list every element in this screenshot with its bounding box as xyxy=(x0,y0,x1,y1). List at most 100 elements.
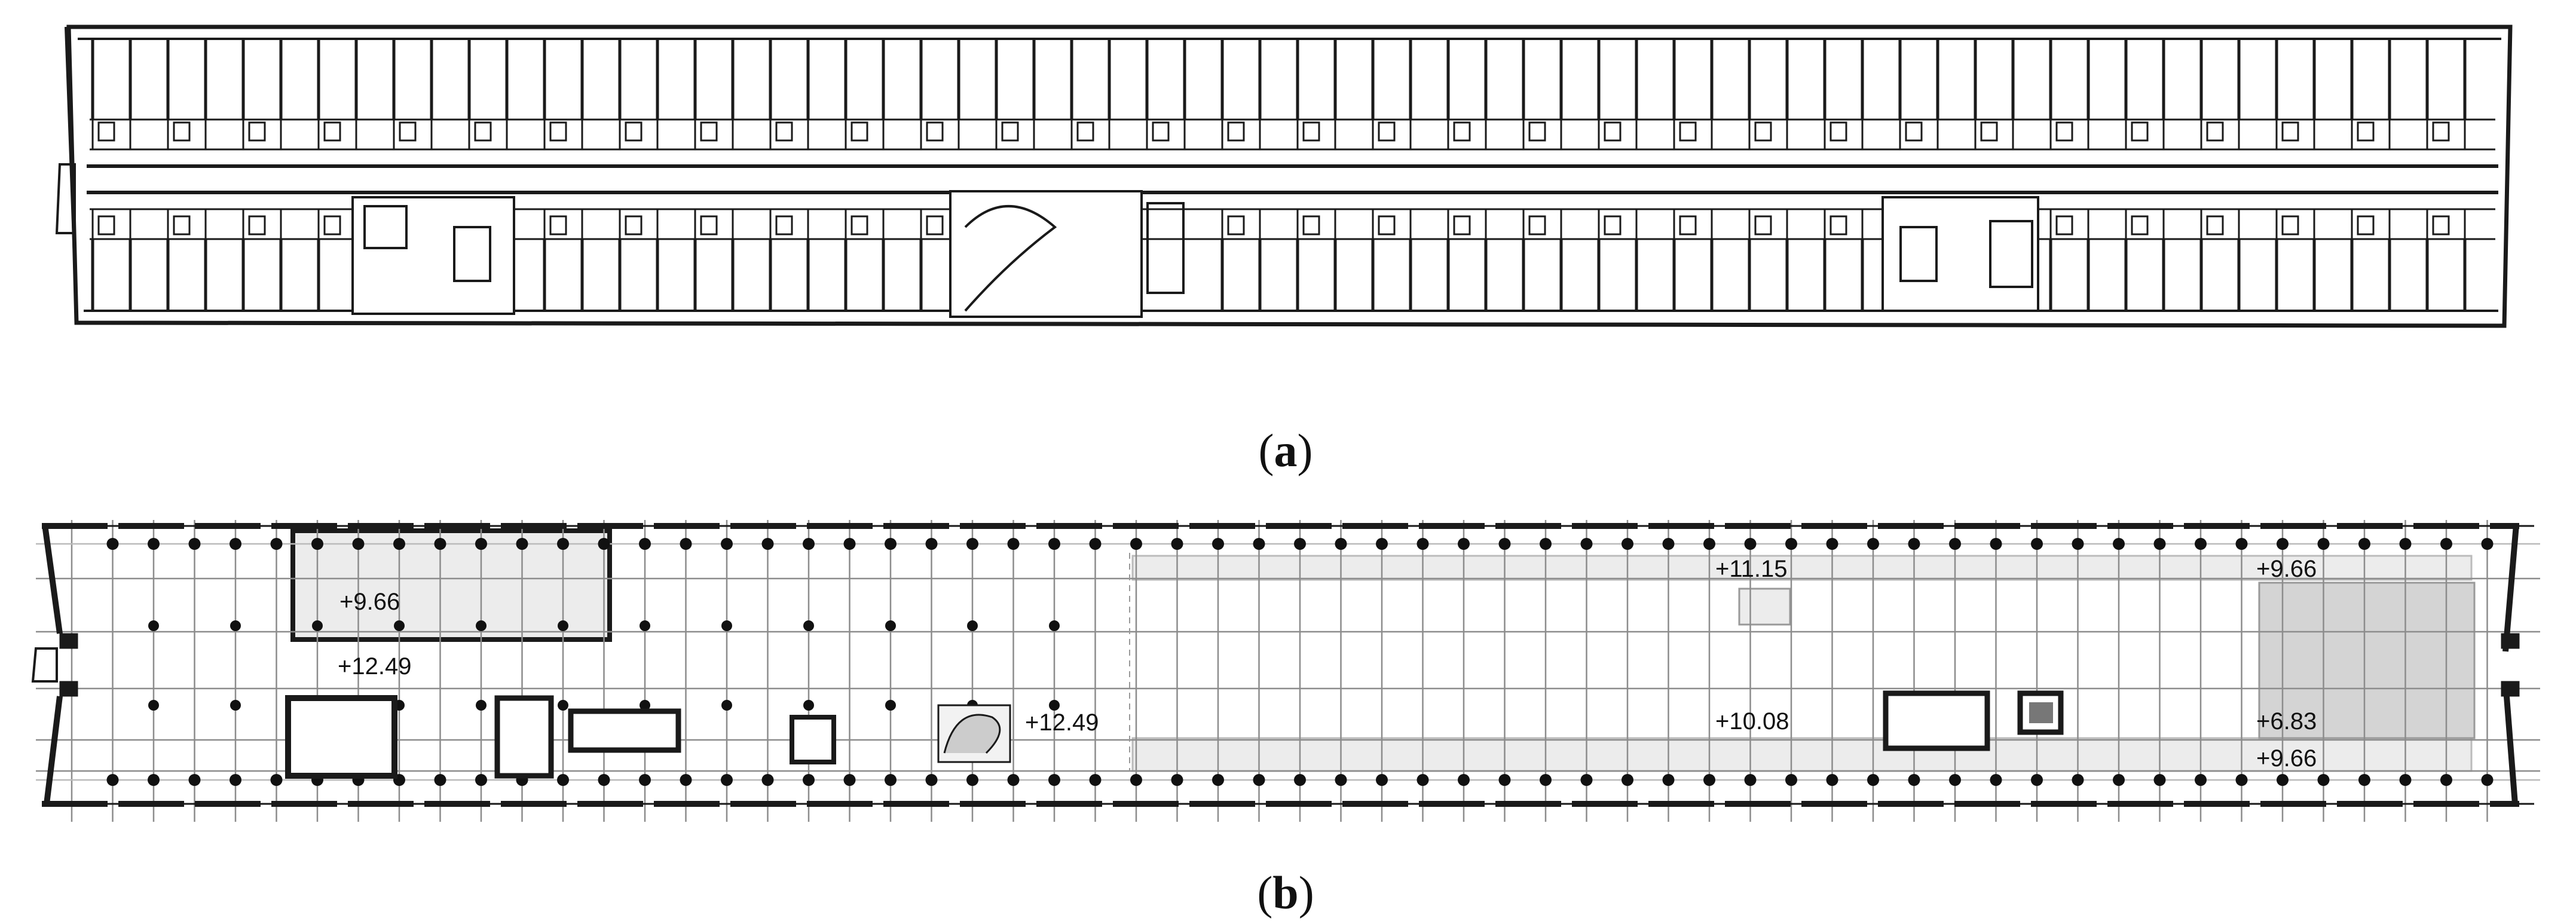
column xyxy=(106,538,119,550)
panel-b-building-outline xyxy=(31,523,2534,807)
level-966-right-top: +9.66 xyxy=(2256,556,2317,582)
column xyxy=(2277,774,2289,786)
column xyxy=(2153,774,2166,786)
sunken-area-right xyxy=(2258,582,2476,739)
column xyxy=(967,620,978,631)
level-966-right-bottom: +9.66 xyxy=(2256,745,2317,772)
column xyxy=(1540,538,1552,550)
level-1115: +11.15 xyxy=(1715,556,1788,582)
column xyxy=(761,774,774,786)
column xyxy=(230,774,241,786)
column xyxy=(1826,538,1838,550)
column xyxy=(885,774,897,786)
column xyxy=(230,620,241,631)
column xyxy=(925,774,938,786)
column xyxy=(1785,538,1797,550)
column xyxy=(1744,774,1757,786)
column xyxy=(230,700,241,711)
column xyxy=(1949,538,1961,550)
column xyxy=(148,538,160,550)
column xyxy=(1498,538,1511,550)
column xyxy=(2235,774,2248,786)
column xyxy=(721,700,732,711)
column xyxy=(1703,538,1715,550)
column xyxy=(1049,620,1060,631)
column xyxy=(1171,774,1183,786)
column xyxy=(270,538,283,550)
column xyxy=(311,538,323,550)
column xyxy=(721,538,733,550)
panel-b-upper-level-plan: +9.66+12.49+12.49+11.15+10.08+9.66+6.83+… xyxy=(31,520,2540,822)
column xyxy=(1294,538,1306,550)
stair-core-small xyxy=(790,715,836,764)
column xyxy=(1335,538,1347,550)
column xyxy=(2235,538,2248,550)
column xyxy=(843,774,856,786)
column xyxy=(148,774,160,786)
panel-a-floor-plan xyxy=(55,25,2513,328)
column xyxy=(721,774,733,786)
column xyxy=(1007,538,1020,550)
column xyxy=(2440,538,2452,550)
column xyxy=(2481,774,2494,786)
column xyxy=(188,774,201,786)
column xyxy=(1580,774,1593,786)
column xyxy=(476,700,487,711)
column xyxy=(2113,774,2125,786)
column xyxy=(598,538,610,550)
column xyxy=(188,538,201,550)
column xyxy=(843,538,856,550)
column xyxy=(2317,538,2330,550)
level-683: +6.83 xyxy=(2256,708,2317,735)
column xyxy=(2317,774,2330,786)
column xyxy=(1048,774,1060,786)
wc-block-left xyxy=(568,708,681,753)
column xyxy=(557,774,569,786)
column xyxy=(803,538,815,550)
panel-a-room-partitions xyxy=(91,39,2467,311)
column xyxy=(2358,774,2370,786)
column xyxy=(394,620,405,631)
column xyxy=(639,774,651,786)
column xyxy=(1990,538,2002,550)
column xyxy=(1785,774,1797,786)
panel-a-label: a xyxy=(1274,424,1298,476)
column xyxy=(1253,774,1265,786)
column xyxy=(803,620,814,631)
panel-b-level-annotations: +9.66+12.49+12.49+11.15+10.08+9.66+6.83+… xyxy=(338,556,2317,772)
column xyxy=(680,538,692,550)
column xyxy=(803,774,815,786)
column xyxy=(1498,774,1511,786)
gallery-top xyxy=(1131,555,2473,581)
column xyxy=(2399,774,2412,786)
panel-b-structural-grid xyxy=(36,520,2540,822)
level-1008: +10.08 xyxy=(1715,708,1789,735)
column xyxy=(2195,538,2207,550)
column xyxy=(721,620,732,631)
panel-a-central-corridor xyxy=(55,118,2498,240)
column xyxy=(516,538,528,550)
column xyxy=(1990,774,2002,786)
column xyxy=(1908,774,1920,786)
lift-block-left xyxy=(285,695,397,779)
column xyxy=(476,620,487,631)
column xyxy=(925,538,938,550)
column xyxy=(761,538,774,550)
panel-b-shaded-areas xyxy=(290,528,2476,772)
panel-b-columns xyxy=(106,538,2494,786)
column xyxy=(1540,774,1552,786)
panel-a-stair-cores xyxy=(351,190,2039,318)
column xyxy=(2072,774,2084,786)
column xyxy=(475,774,487,786)
panel-b-building-elements xyxy=(285,690,2064,779)
column xyxy=(558,620,568,631)
column xyxy=(393,538,405,550)
column xyxy=(557,538,569,550)
column xyxy=(2440,774,2452,786)
column xyxy=(1622,538,1633,550)
level-1249-center: +12.49 xyxy=(1025,709,1099,736)
column xyxy=(2031,538,2043,550)
column xyxy=(434,774,446,786)
column xyxy=(1130,774,1142,786)
